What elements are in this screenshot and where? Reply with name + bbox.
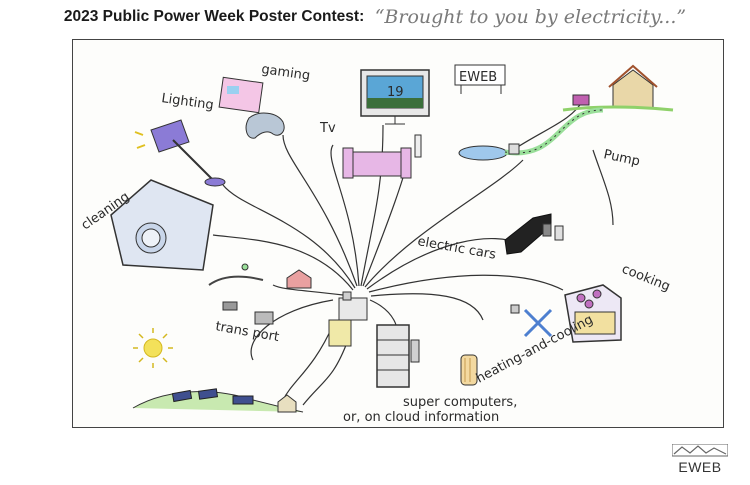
contest-theme: “Brought to you by electricity...”: [374, 6, 687, 28]
label-tv: Tv: [319, 121, 336, 136]
label-lighting: Lighting: [160, 91, 214, 113]
transport-cluster-icon: [208, 263, 312, 325]
lamp-icon: [134, 119, 226, 187]
label-cooking: cooking: [620, 262, 673, 295]
eweb-logo-mark-icon: [671, 443, 729, 457]
label-heating-cooling: heating-and-cooling: [474, 312, 596, 386]
server-tower-icon: [376, 324, 420, 388]
fan-icon: [510, 304, 553, 338]
poster-drawing-frame: gaming Lighting Tv cleaning Pump electri…: [72, 39, 724, 428]
label-tv-screen: 19: [387, 85, 404, 100]
tv-icon: [360, 69, 430, 125]
label-cloud-information: or, on cloud information: [343, 410, 499, 425]
gaming-console-icon: [218, 76, 285, 139]
poster-header: 2023 Public Power Week Poster Contest: “…: [0, 6, 750, 36]
central-power-hub: [328, 291, 368, 347]
electric-car-icon: [504, 213, 564, 255]
eweb-sign-icon: [454, 64, 506, 94]
heater-icon: [460, 354, 478, 386]
solar-hills-icon: [132, 388, 304, 413]
label-pump: Pump: [602, 147, 641, 169]
hilltop-house-icon: [562, 64, 674, 112]
eweb-logo-text: EWEB: [678, 459, 722, 475]
water-pump-icon: [458, 107, 604, 161]
electricity-drawing: gaming Lighting Tv cleaning Pump electri…: [79, 62, 674, 425]
contest-title: 2023 Public Power Week Poster Contest:: [63, 8, 365, 25]
oven-icon: [564, 284, 622, 343]
label-gaming: gaming: [260, 62, 311, 84]
washing-machine-icon: [110, 179, 214, 271]
eweb-logo: EWEB: [671, 443, 729, 478]
label-super-computers: super computers,: [403, 395, 517, 410]
sun-icon: [133, 328, 173, 368]
sofa-icon: [342, 134, 422, 179]
power-wires: [212, 99, 614, 406]
label-eweb-sign: EWEB: [459, 70, 497, 85]
